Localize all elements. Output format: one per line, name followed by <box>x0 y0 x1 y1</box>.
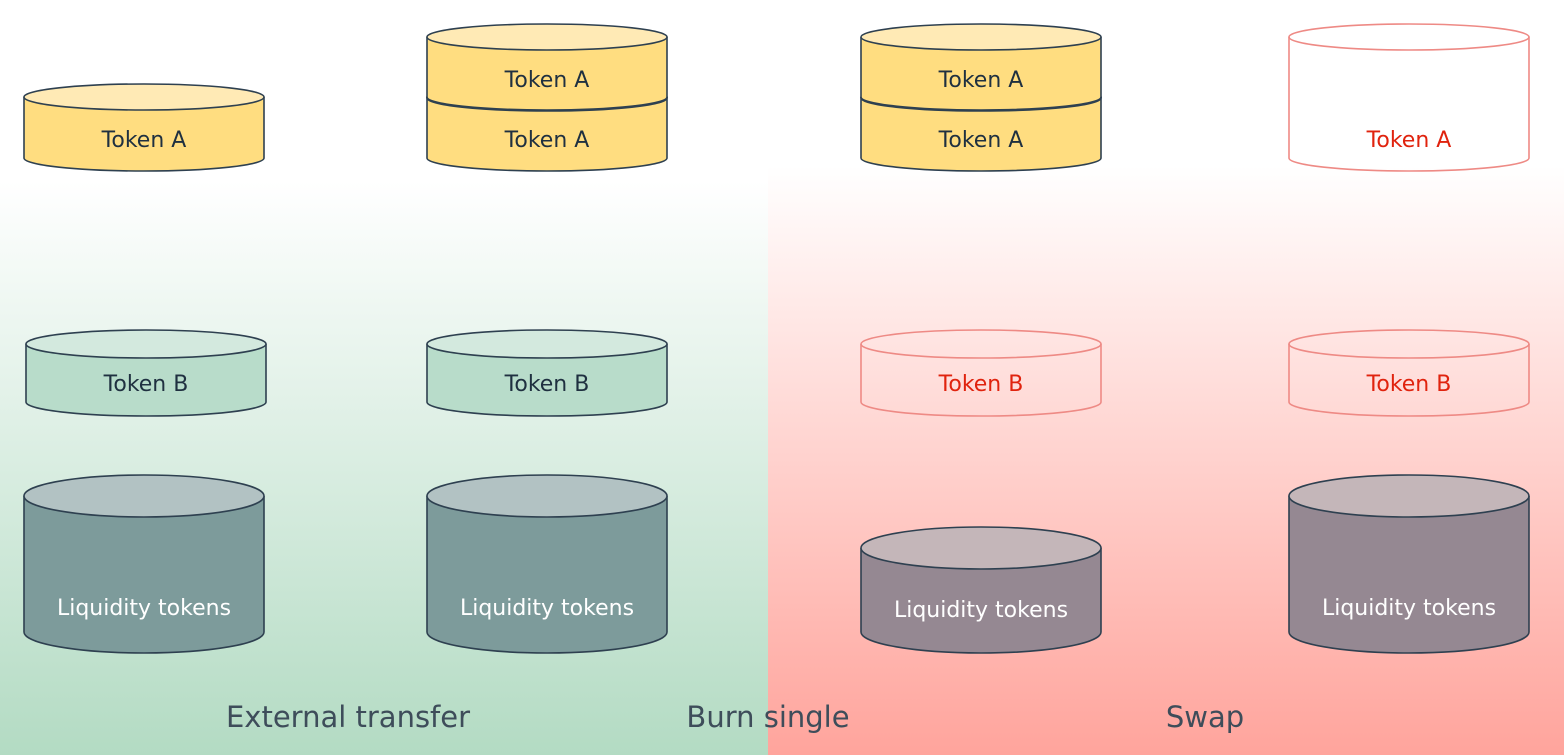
col-1-liquidity-cylinder <box>23 474 265 654</box>
col-1-token-a-cylinder <box>23 83 265 172</box>
col-1-token-b-cylinder-top <box>25 329 267 359</box>
col-3-token-a-cylinder-upper <box>860 23 1102 112</box>
col-3-token-a-cylinder-upper-top <box>860 23 1102 51</box>
col-3-token-b-label: Token B <box>938 372 1024 397</box>
col-1-liquidity-cylinder-top <box>23 474 265 518</box>
col-3-token-b-cylinder <box>860 329 1102 417</box>
step-label-burn-single: Burn single <box>686 700 850 734</box>
col-2-liquidity-label: Liquidity tokens <box>460 596 634 621</box>
col-4-token-a-cylinder-body <box>1288 37 1530 172</box>
col-2-token-a-cylinder-upper-top <box>426 23 668 51</box>
col-2-token-b-cylinder <box>426 329 668 417</box>
col-3-token-a-cylinder-upper-body <box>860 37 1102 112</box>
col-2-token-a-cylinder-upper <box>426 23 668 112</box>
col-1-token-b-label: Token B <box>103 372 189 397</box>
col-3-liquidity-label: Liquidity tokens <box>894 598 1068 623</box>
col-3-token-a-label-upper: Token A <box>938 68 1024 93</box>
col-1-token-a-label: Token A <box>101 128 187 153</box>
col-4-liquidity-cylinder-top <box>1288 474 1530 518</box>
col-2-liquidity-cylinder <box>426 474 668 654</box>
col-4-token-b-cylinder <box>1288 329 1530 417</box>
col-3-liquidity-cylinder <box>860 526 1102 654</box>
col-2-token-b-label: Token B <box>504 372 590 397</box>
col-1-token-a-cylinder-top <box>23 83 265 111</box>
col-2-token-a-cylinder-lower-body <box>426 97 668 172</box>
col-2-token-b-cylinder-body <box>426 344 668 417</box>
col-2-token-a-label-upper: Token A <box>504 68 590 93</box>
col-4-token-b-cylinder-top <box>1288 329 1530 359</box>
col-4-token-a-cylinder <box>1288 23 1530 172</box>
col-2-token-a-label-lower: Token A <box>504 128 590 153</box>
col-1-token-b-cylinder-body <box>25 344 267 417</box>
col-3-token-a-seam <box>860 96 1102 111</box>
col-3-liquidity-cylinder-top <box>860 526 1102 570</box>
col-4-token-a-label: Token A <box>1366 128 1452 153</box>
col-2-liquidity-cylinder-body <box>426 496 668 654</box>
col-1-liquidity-cylinder-body <box>23 496 265 654</box>
col-2-token-a-seam <box>426 96 668 111</box>
col-2-liquidity-cylinder-top <box>426 474 668 518</box>
col-4-token-b-cylinder-body <box>1288 344 1530 417</box>
col-2-token-b-cylinder-top <box>426 329 668 359</box>
col-3-token-b-cylinder-top <box>860 329 1102 359</box>
col-3-token-b-cylinder-body <box>860 344 1102 417</box>
col-1-liquidity-label: Liquidity tokens <box>57 596 231 621</box>
col-4-token-b-label: Token B <box>1366 372 1452 397</box>
step-label-swap: Swap <box>1165 700 1245 734</box>
col-4-token-a-cylinder-top <box>1288 23 1530 51</box>
col-3-token-a-label-lower: Token A <box>938 128 1024 153</box>
step-label-external-transfer: External transfer <box>225 700 471 734</box>
col-4-liquidity-cylinder-body <box>1288 496 1530 654</box>
col-4-liquidity-label: Liquidity tokens <box>1322 596 1496 621</box>
col-2-token-a-cylinder-upper-body <box>426 37 668 112</box>
col-1-token-a-cylinder-body <box>23 97 265 172</box>
col-1-token-b-cylinder <box>25 329 267 417</box>
col-3-liquidity-cylinder-body <box>860 548 1102 654</box>
col-3-token-a-cylinder-lower-body <box>860 97 1102 172</box>
col-4-liquidity-cylinder <box>1288 474 1530 654</box>
